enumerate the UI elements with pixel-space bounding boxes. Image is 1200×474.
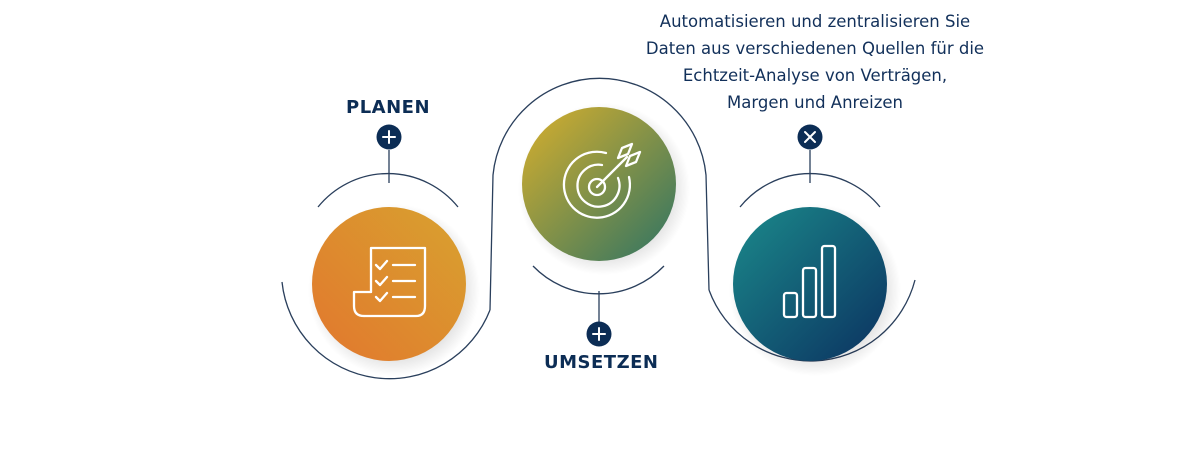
track-left-lower-arc [281, 281, 491, 380]
checklist-icon [352, 246, 427, 318]
step-description: Automatisieren und zentralisieren Sie Da… [580, 8, 1050, 116]
description-line-3: Echtzeit-Analyse von Verträgen, [682, 66, 948, 85]
description-line-4: Margen und Anreizen [727, 93, 903, 112]
plus-node-umsetzen[interactable] [586, 321, 612, 347]
plus-node-planen[interactable] [376, 124, 402, 150]
step-label-planen: PLANEN [346, 97, 431, 118]
bar-chart-icon [782, 244, 837, 319]
circle-analyse [733, 207, 887, 361]
close-node[interactable] [797, 124, 823, 150]
track-left-top-arc [317, 172, 459, 208]
description-line-1: Automatisieren und zentralisieren Sie [659, 12, 971, 31]
track-middle-upper-arc [489, 77, 710, 311]
circle-planen [312, 207, 466, 361]
step-label-umsetzen: UMSETZEN [544, 352, 659, 373]
description-line-2: Daten aus verschiedenen Quellen für die [645, 39, 985, 58]
target-arrow-icon [562, 142, 642, 219]
